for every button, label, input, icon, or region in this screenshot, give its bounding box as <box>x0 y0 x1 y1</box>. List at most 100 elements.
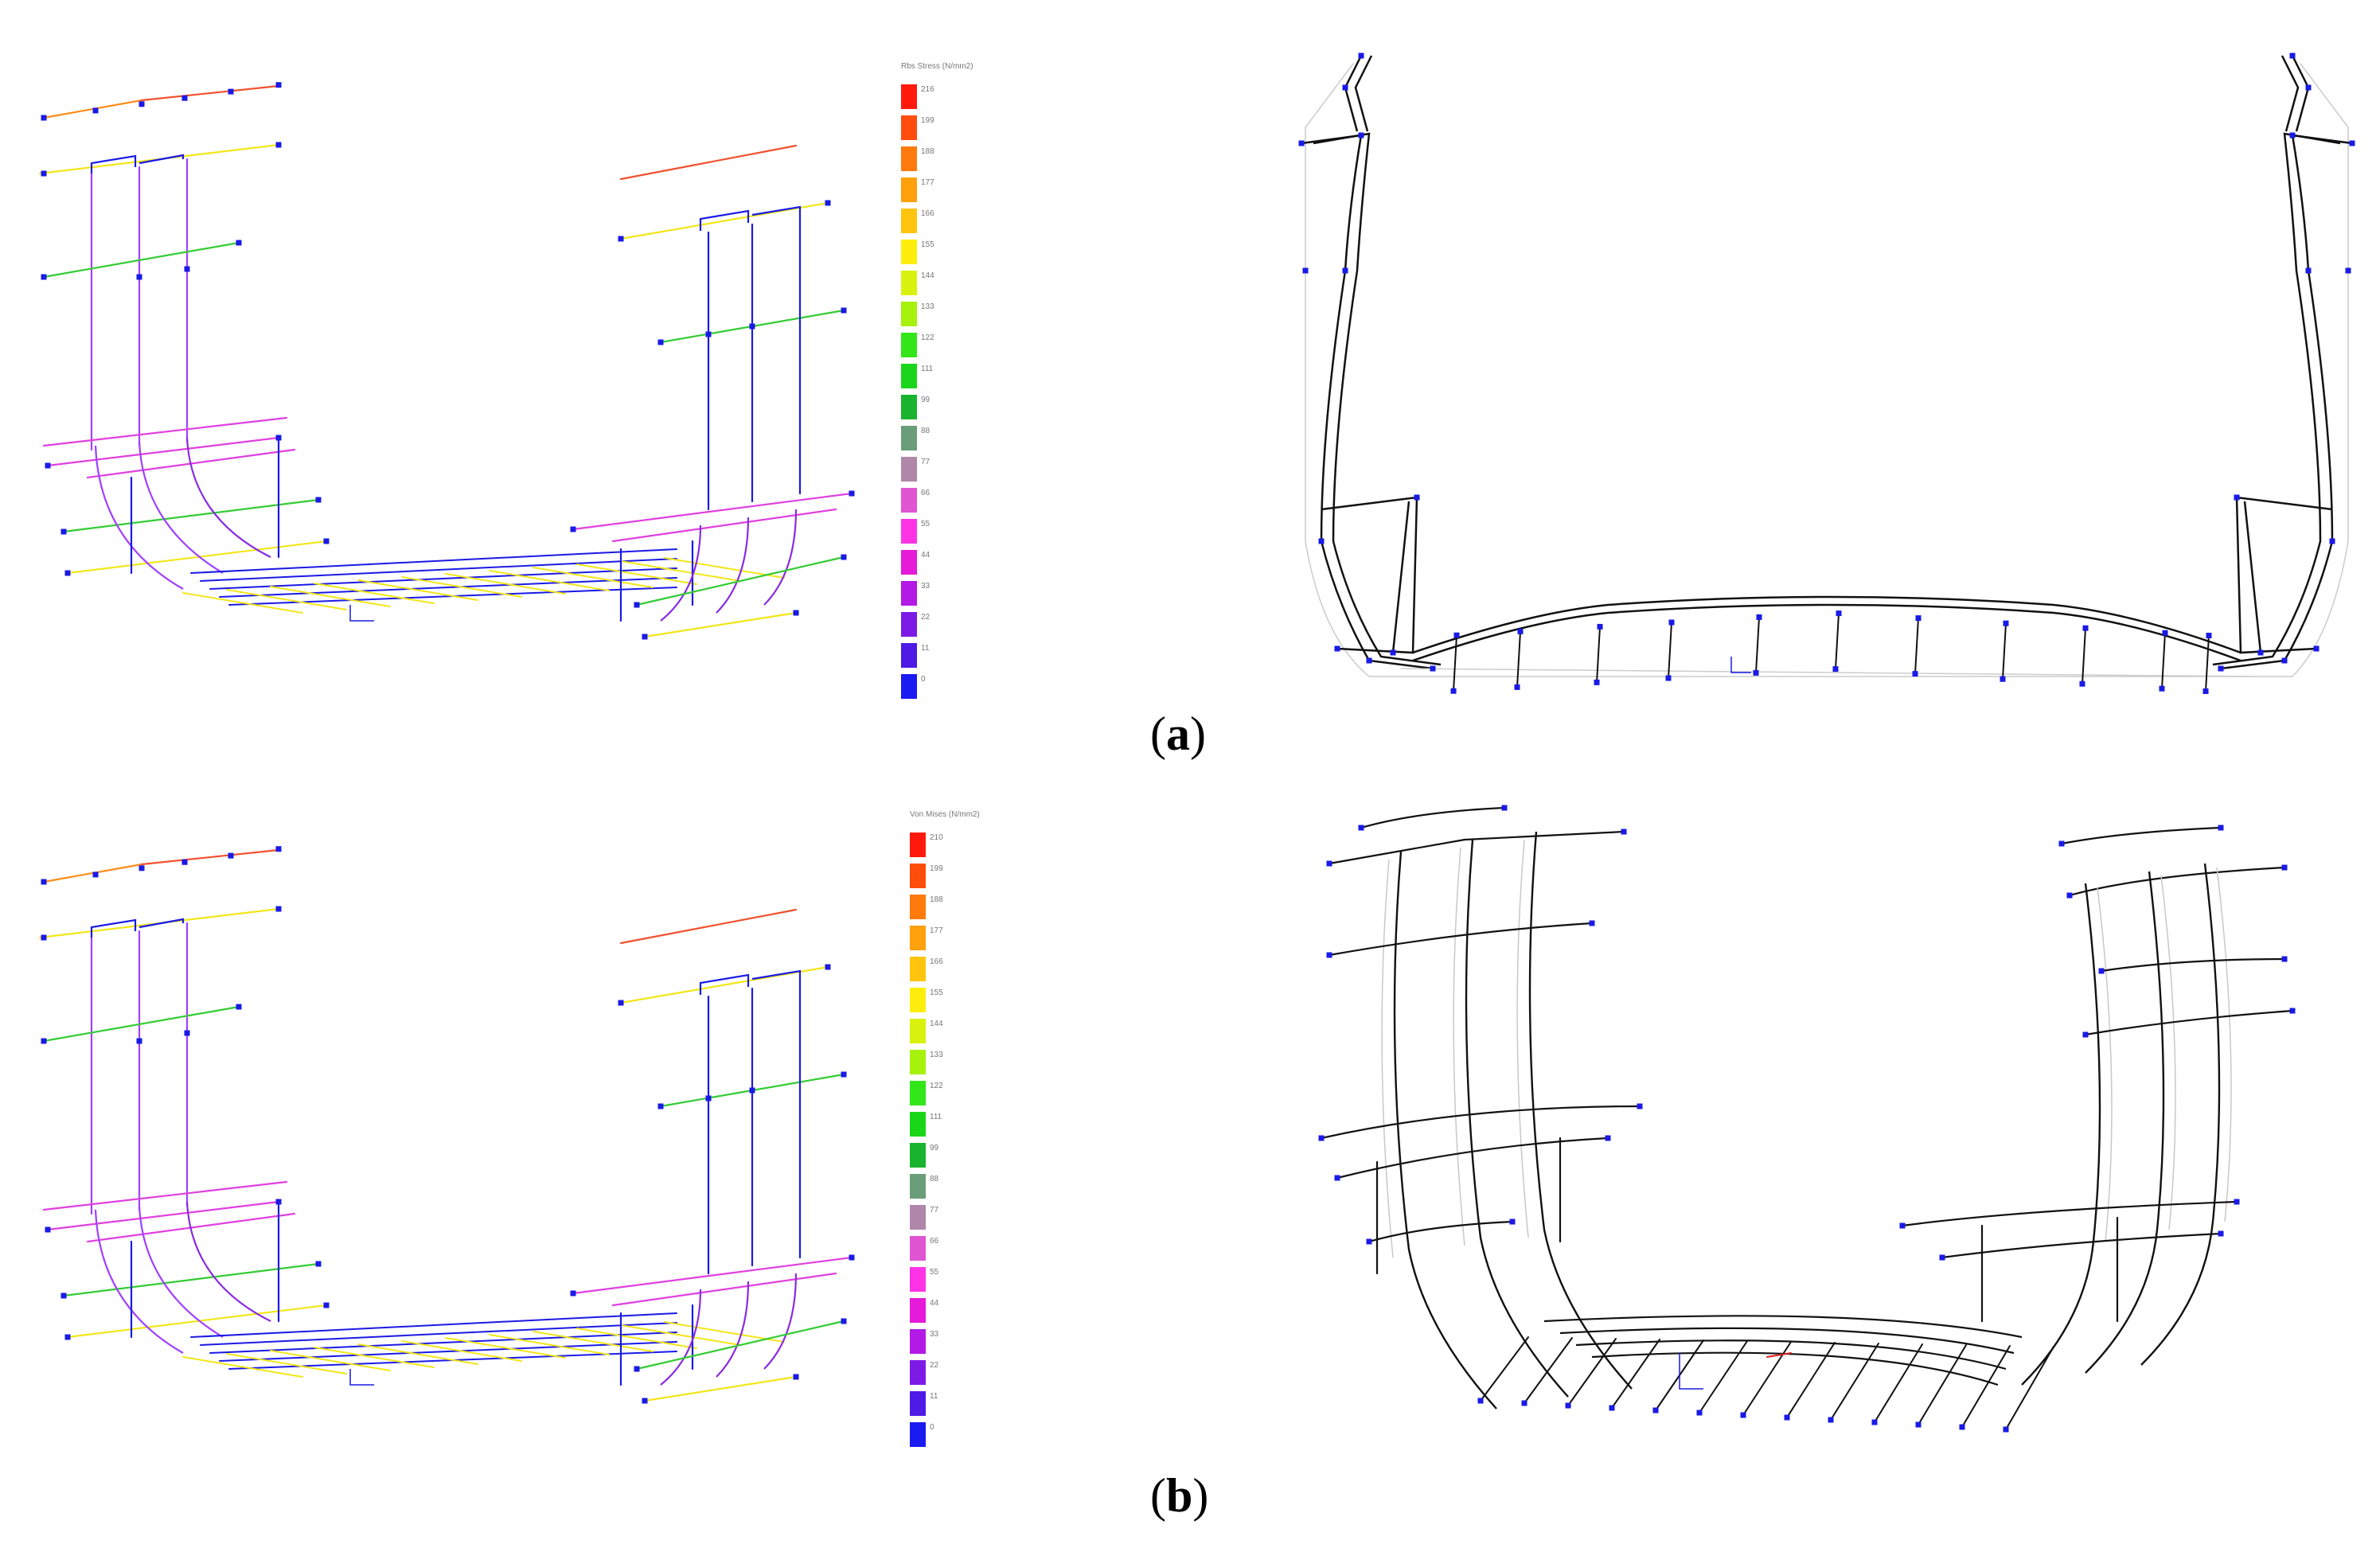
legend-swatch <box>901 302 917 326</box>
deformed-bulwark <box>2291 55 2310 132</box>
legend-tick-label: 0 <box>921 675 926 684</box>
node <box>2305 84 2312 91</box>
node <box>1450 688 1457 694</box>
node <box>1589 920 1595 926</box>
legend-swatch <box>910 1081 926 1105</box>
floor <box>2082 627 2086 685</box>
member <box>619 144 798 181</box>
member <box>226 1353 347 1374</box>
node <box>1668 619 1675 626</box>
floor <box>1516 630 1521 688</box>
legend-tick-label: 199 <box>921 116 934 125</box>
member <box>445 573 566 595</box>
member <box>576 563 697 585</box>
node <box>1915 615 1922 622</box>
member <box>90 918 137 938</box>
node <box>1784 1414 1790 1421</box>
node <box>228 852 234 859</box>
legend-swatch <box>910 1019 926 1043</box>
legend-swatch <box>901 550 917 575</box>
node <box>849 490 855 497</box>
node <box>2281 864 2288 871</box>
node <box>1828 1417 1834 1423</box>
member <box>182 1356 303 1378</box>
member <box>401 1340 522 1362</box>
legend-tick-label: 111 <box>930 1113 942 1121</box>
legend-swatch <box>910 1050 926 1074</box>
bottom-floor <box>1874 1343 1923 1423</box>
node <box>1430 665 1436 672</box>
stringer <box>2085 1009 2293 1036</box>
member <box>643 611 798 638</box>
member <box>185 1201 271 1322</box>
node <box>2079 680 2085 687</box>
node <box>236 1004 242 1010</box>
member <box>219 1341 677 1362</box>
bottom-longitudinal <box>1575 1339 2007 1371</box>
node <box>1358 132 1364 138</box>
node <box>323 1302 330 1308</box>
node <box>2289 1008 2296 1014</box>
node <box>1753 669 1759 676</box>
node <box>1740 1412 1746 1418</box>
legend-tick-label: 210 <box>930 833 943 842</box>
legend-tick-label: 33 <box>930 1330 939 1339</box>
member <box>209 567 677 590</box>
node <box>2058 840 2065 847</box>
legend-swatch <box>901 395 917 419</box>
legend-swatch <box>910 1298 926 1323</box>
deformed-bulwark <box>1344 55 1363 132</box>
bottom-longitudinal <box>1559 1327 2015 1355</box>
node <box>275 435 282 441</box>
legend-tick-label: 22 <box>930 1361 939 1370</box>
node <box>1318 1135 1325 1141</box>
legend-swatch <box>910 1143 926 1168</box>
legend-tick-label: 111 <box>921 365 934 373</box>
node <box>634 1366 640 1372</box>
undeformed-outline <box>2300 63 2349 128</box>
floor <box>1835 612 1840 670</box>
legend-swatch <box>910 864 926 888</box>
member <box>138 441 224 574</box>
node <box>1358 53 1364 59</box>
legend-tick-label: 144 <box>921 271 934 280</box>
legend-tick-label: 188 <box>930 895 943 904</box>
node <box>2206 633 2212 638</box>
member <box>445 1337 566 1359</box>
side-frame <box>1465 839 1569 1398</box>
deck-beam <box>2069 866 2285 897</box>
undeformed-frame <box>2160 875 2176 1230</box>
member <box>90 154 137 174</box>
panel-a-stress-wireframe <box>0 0 892 700</box>
node <box>275 82 282 88</box>
undeformed-outline <box>1305 63 1354 128</box>
legend-tick-label: 99 <box>921 396 931 404</box>
node <box>1342 267 1348 274</box>
node <box>1366 657 1372 664</box>
node <box>2289 132 2296 138</box>
node <box>634 602 640 608</box>
legend-tick-label: 55 <box>930 1268 939 1277</box>
node <box>841 1071 847 1078</box>
node <box>1594 679 1600 685</box>
member <box>42 241 240 279</box>
legend-swatch <box>901 581 917 606</box>
legend-swatch <box>910 1174 926 1199</box>
node <box>41 1038 47 1044</box>
legend-tick-label: 133 <box>921 302 934 311</box>
member <box>763 509 798 606</box>
member <box>42 1180 288 1211</box>
node <box>1565 1402 1571 1409</box>
bottom-floor <box>1611 1339 1660 1409</box>
legend-swatch <box>901 488 917 513</box>
inner-bottom <box>1412 595 2241 654</box>
legend-tick-label: 88 <box>921 427 931 435</box>
node <box>1832 666 1839 673</box>
legend-swatch <box>901 333 917 357</box>
member <box>94 445 184 590</box>
legend-tick-label: 166 <box>930 957 943 966</box>
side-frame <box>1393 851 1497 1410</box>
node <box>64 570 71 576</box>
deformed-side-shell <box>2212 132 2341 666</box>
